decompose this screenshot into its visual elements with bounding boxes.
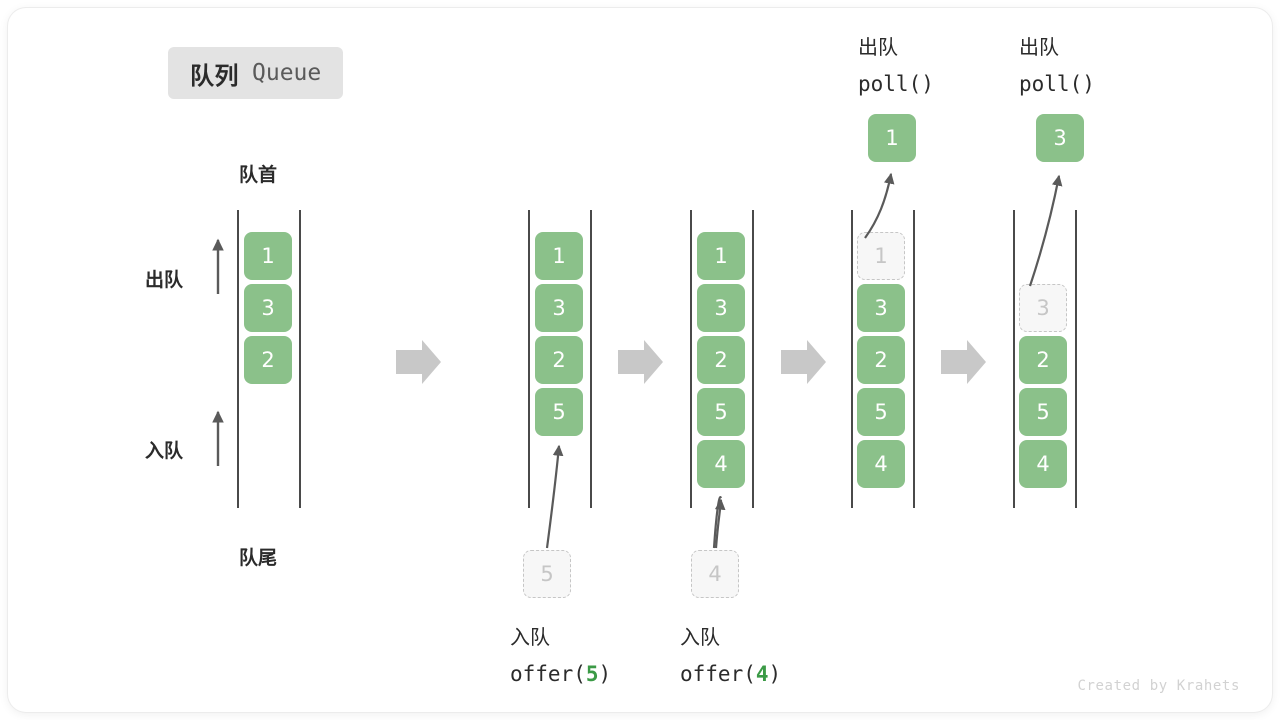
queue-cell: 3 xyxy=(244,284,292,332)
queue-cell: 2 xyxy=(857,336,905,384)
rail-right xyxy=(752,210,754,508)
queue-cell: 2 xyxy=(697,336,745,384)
queue-cell: 4 xyxy=(1019,440,1067,488)
queue-cell-removed: 3 xyxy=(1019,284,1067,332)
queue-cell: 1 xyxy=(244,232,292,280)
queue-cell: 5 xyxy=(697,388,745,436)
popped-cell: 3 xyxy=(1036,114,1084,162)
operation-caption-cn: 入队 xyxy=(510,627,550,649)
rail-left xyxy=(1013,210,1015,508)
diagram-title-badge: 队列 Queue xyxy=(168,47,344,99)
queue-cell: 2 xyxy=(535,336,583,384)
operation-caption-poll-1: 出队 poll() xyxy=(858,30,934,102)
operation-caption-code: offer(5) xyxy=(510,656,611,692)
queue-cell-removed: 1 xyxy=(857,232,905,280)
incoming-ghost-cell: 5 xyxy=(523,550,571,598)
code-head: offer( xyxy=(510,662,586,686)
code-argument: 4 xyxy=(755,662,769,686)
rail-right xyxy=(299,210,301,508)
code-tail: ) xyxy=(768,662,782,686)
code-tail: ) xyxy=(598,662,612,686)
queue-cell: 2 xyxy=(1019,336,1067,384)
operation-caption-poll-3: 出队 poll() xyxy=(1019,30,1095,102)
label-dequeue-direction: 出队 xyxy=(145,270,184,291)
queue-cell: 4 xyxy=(697,440,745,488)
operation-caption-code: offer(4) xyxy=(680,656,781,692)
operation-caption-cn: 入队 xyxy=(680,627,720,649)
operation-caption-offer-4: 入队 offer(4) xyxy=(680,620,781,692)
label-queue-head: 队首 xyxy=(239,165,278,186)
title-english: Queue xyxy=(252,60,322,86)
rail-left xyxy=(690,210,692,508)
popped-cell: 1 xyxy=(868,114,916,162)
queue-cell: 3 xyxy=(857,284,905,332)
queue-cell: 4 xyxy=(857,440,905,488)
code-head: offer( xyxy=(680,662,756,686)
rail-right xyxy=(1075,210,1077,508)
operation-caption-offer-5: 入队 offer(5) xyxy=(510,620,611,692)
credit-text: Created by Krahets xyxy=(1077,678,1240,694)
operation-caption-cn: 出队 xyxy=(1019,37,1059,59)
rail-right xyxy=(590,210,592,508)
operation-caption-code: poll() xyxy=(858,72,934,96)
label-enqueue-direction: 入队 xyxy=(145,441,184,462)
diagram-card xyxy=(8,8,1272,712)
rail-left xyxy=(237,210,239,508)
queue-cell: 5 xyxy=(535,388,583,436)
queue-cell: 1 xyxy=(697,232,745,280)
incoming-ghost-cell: 4 xyxy=(691,550,739,598)
queue-cell: 5 xyxy=(1019,388,1067,436)
operation-caption-code: poll() xyxy=(1019,72,1095,96)
queue-cell: 1 xyxy=(535,232,583,280)
queue-cell: 3 xyxy=(697,284,745,332)
label-queue-tail: 队尾 xyxy=(239,548,278,569)
code-argument: 5 xyxy=(585,662,599,686)
queue-cell: 5 xyxy=(857,388,905,436)
operation-caption-cn: 出队 xyxy=(858,37,898,59)
title-chinese: 队列 xyxy=(190,62,239,90)
rail-left xyxy=(851,210,853,508)
queue-cell: 3 xyxy=(535,284,583,332)
rail-left xyxy=(528,210,530,508)
queue-cell: 2 xyxy=(244,336,292,384)
rail-right xyxy=(913,210,915,508)
